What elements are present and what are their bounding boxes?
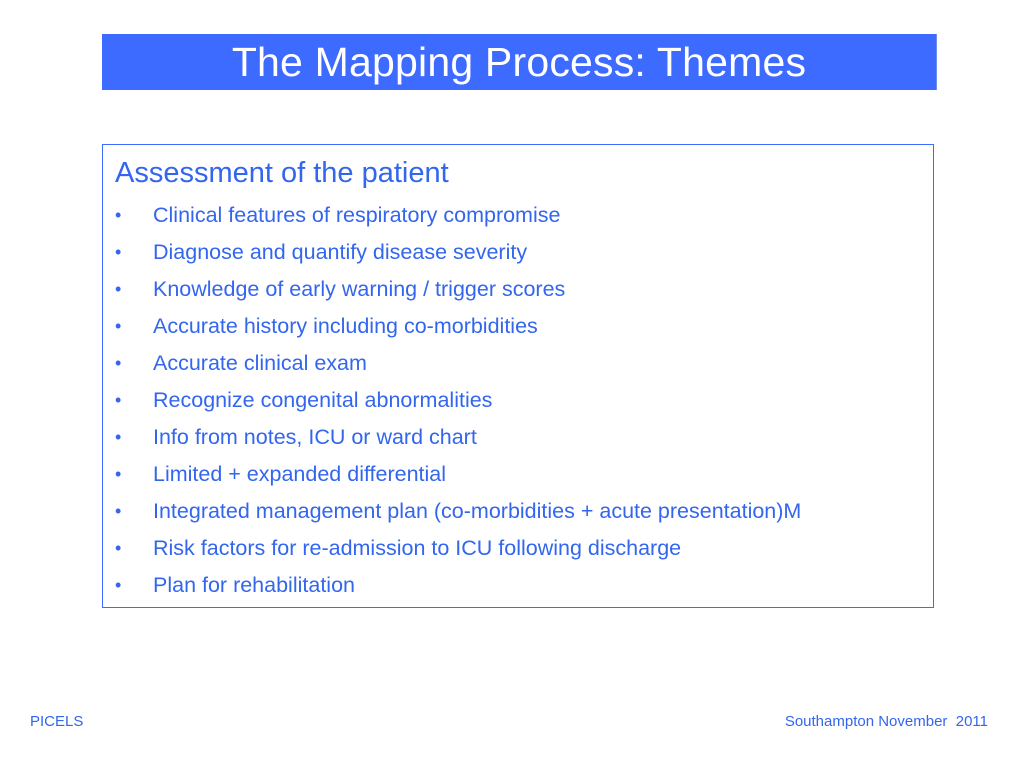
list-item: • Limited + expanded differential (115, 456, 801, 493)
list-item: • Plan for rehabilitation (115, 567, 801, 604)
footer-right: Southampton November 2011 (784, 713, 988, 730)
list-item-text: Info from notes, ICU or ward chart (153, 425, 477, 449)
bullet-icon: • (115, 464, 122, 484)
list-item-text: Clinical features of respiratory comprom… (153, 203, 561, 227)
bullet-icon: • (115, 353, 122, 373)
list-item: • Diagnose and quantify disease severity (115, 234, 801, 271)
bullet-list: • Clinical features of respiratory compro… (115, 197, 801, 604)
list-item: • Clinical features of respiratory compro… (115, 197, 801, 234)
title-bar: The Mapping Process: Themes (102, 34, 937, 90)
list-item-text: Limited + expanded differential (153, 462, 447, 486)
list-item: • Accurate clinical exam (115, 345, 801, 382)
bullet-icon: • (115, 575, 122, 595)
bullet-icon: • (115, 205, 122, 225)
list-item: • Integrated management plan (co-morbidit… (115, 493, 801, 530)
list-item: • Info from notes, ICU or ward chart (115, 419, 801, 456)
bullet-icon: • (115, 316, 122, 336)
bullet-icon: • (115, 390, 122, 410)
list-item: • Risk factors for re-admission to ICU fo… (115, 530, 801, 567)
bullet-icon: • (115, 279, 122, 299)
content-box: Assessment of the patient • Clinical feat… (102, 144, 934, 608)
list-item: • Knowledge of early warning / trigger sc… (115, 271, 801, 308)
list-item-text: Accurate clinical exam (153, 351, 367, 375)
bullet-icon: • (115, 501, 122, 521)
list-item-text: Plan for rehabilitation (153, 573, 355, 597)
list-item-text: Knowledge of early warning / trigger sco… (153, 277, 566, 301)
list-item-text: Recognize congenital abnormalities (153, 388, 493, 412)
list-item: • Accurate history including co-morbiditi… (115, 308, 801, 345)
footer-left: PICELS (30, 713, 84, 730)
bullet-icon: • (115, 242, 122, 262)
list-item-text: Diagnose and quantify disease severity (153, 240, 528, 264)
slide-title: The Mapping Process: Themes (231, 39, 807, 85)
bullet-icon: • (115, 538, 122, 558)
list-item-text: Accurate history including co-morbiditie… (153, 314, 538, 338)
list-item-text: Integrated management plan (co-morbiditi… (153, 499, 802, 523)
section-heading: Assessment of the patient (115, 157, 449, 189)
bullet-icon: • (115, 427, 122, 447)
list-item-text: Risk factors for re-admission to ICU fol… (153, 536, 682, 560)
list-item: • Recognize congenital abnormalities (115, 382, 801, 419)
